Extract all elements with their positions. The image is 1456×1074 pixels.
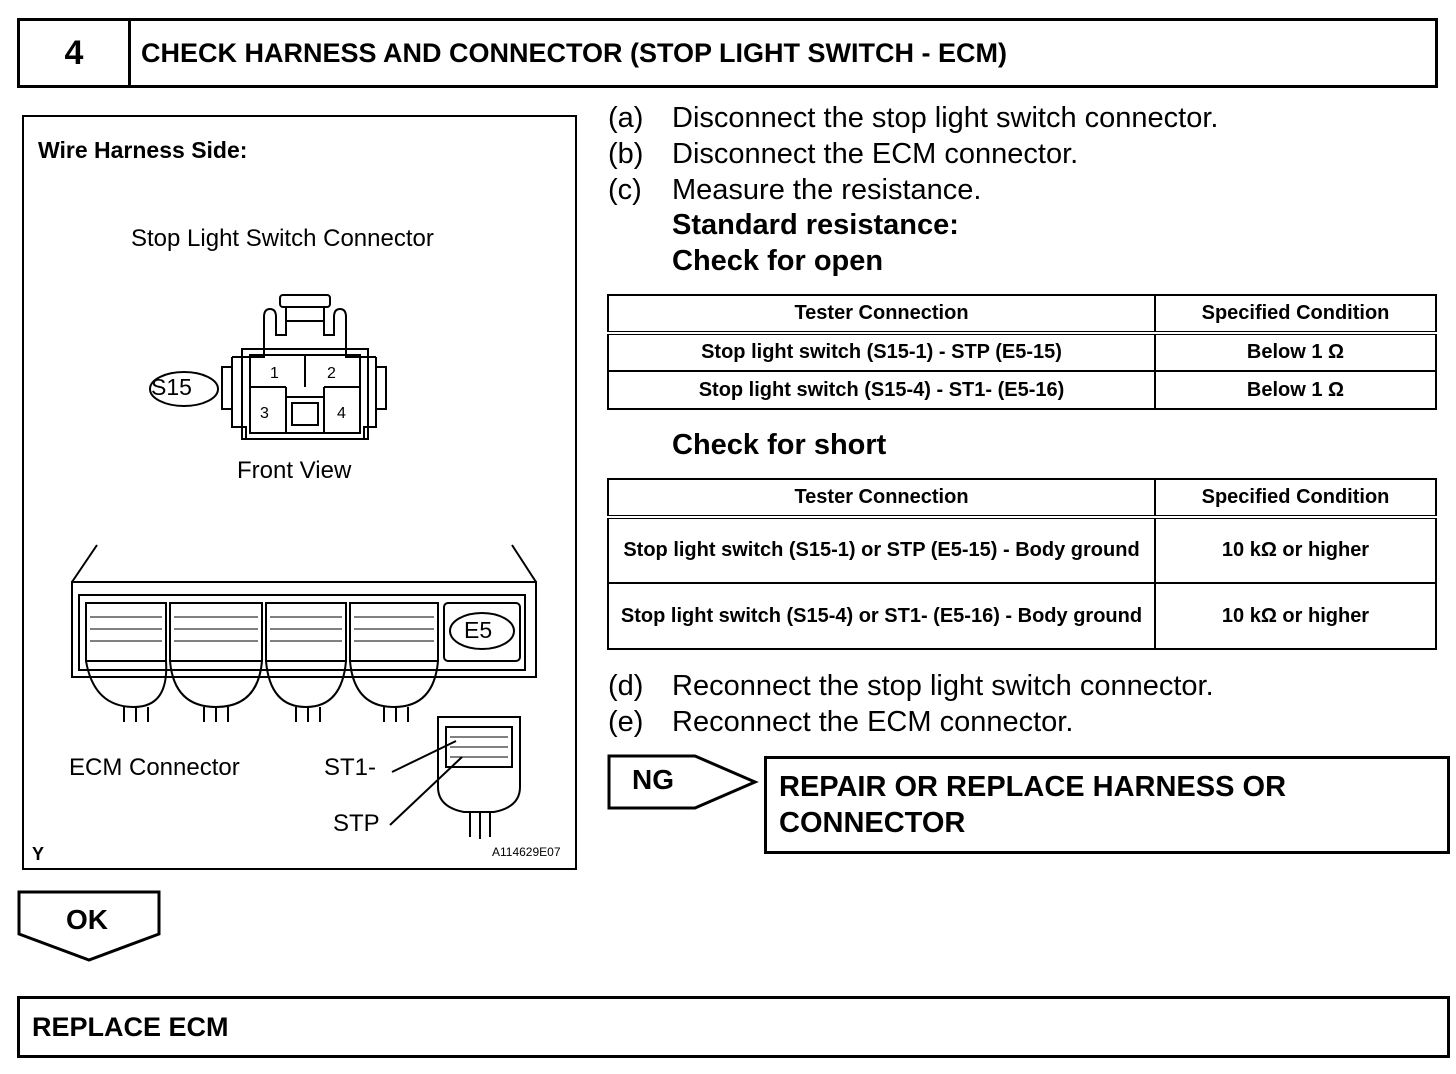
instruction-item: (d)Reconnect the stop light switch conne…	[608, 670, 1214, 702]
ng-label: NG	[632, 764, 674, 795]
table-row: Stop light switch (S15-1) or STP (E5-15)…	[607, 516, 1437, 584]
s15-connector-code: S15	[151, 374, 192, 400]
short-check-table: Tester Connection Specified Condition St…	[607, 478, 1437, 650]
ecm-connector-label: ECM Connector	[69, 754, 240, 781]
figure-heading: Wire Harness Side:	[38, 137, 248, 163]
connector-diagram	[71, 294, 537, 839]
ng-arrow-icon	[607, 754, 759, 810]
instruction-list-after: (d)Reconnect the stop light switch conne…	[608, 668, 1214, 740]
table-row: Stop light switch (S15-4) - ST1- (E5-16)…	[607, 370, 1437, 410]
ok-label: OK	[66, 904, 108, 935]
figure-id: A114629E07	[492, 845, 561, 859]
e5-connector-code: E5	[464, 617, 493, 643]
step-header: 4 CHECK HARNESS AND CONNECTOR (STOP LIGH…	[17, 18, 1438, 88]
standard-resistance-label: Standard resistance:	[672, 209, 959, 241]
ng-result-box: REPAIR OR REPLACE HARNESS OR CONNECTOR	[764, 756, 1450, 854]
step-number: 4	[20, 21, 131, 85]
step-title: CHECK HARNESS AND CONNECTOR (STOP LIGHT …	[141, 37, 1008, 68]
open-check-title: Check for open	[672, 245, 884, 277]
instruction-item: (b)Disconnect the ECM connector.	[608, 138, 1079, 170]
table-header: Tester Connection	[607, 294, 1156, 335]
pin-label: 3	[260, 405, 269, 422]
pin-label: 2	[327, 365, 336, 382]
figure-corner-letter: Y	[32, 844, 45, 864]
table-row: Stop light switch (S15-1) - STP (E5-15) …	[607, 332, 1437, 372]
table-header: Specified Condition	[1154, 294, 1437, 335]
pin-label: 4	[337, 405, 346, 422]
instruction-item: (e)Reconnect the ECM connector.	[608, 706, 1074, 738]
ok-arrow-icon	[17, 890, 161, 962]
pin-label: 1	[270, 365, 279, 382]
table-header: Specified Condition	[1154, 478, 1437, 519]
ok-result-box: REPLACE ECM	[17, 996, 1450, 1058]
wiring-figure: Wire Harness Side: Stop Light Switch Con…	[22, 115, 577, 870]
front-view-label: Front View	[237, 457, 352, 484]
instruction-item: (a)Disconnect the stop light switch conn…	[608, 102, 1219, 134]
table-header: Tester Connection	[607, 478, 1156, 519]
st1-label: ST1-	[324, 754, 377, 781]
stp-label: STP	[333, 810, 380, 837]
table-row: Stop light switch (S15-4) or ST1- (E5-16…	[607, 582, 1437, 650]
stop-light-connector-label: Stop Light Switch Connector	[131, 225, 434, 252]
short-check-title: Check for short	[672, 429, 887, 461]
instruction-item: (c)Measure the resistance.	[608, 174, 982, 206]
instruction-list: (a)Disconnect the stop light switch conn…	[608, 100, 1218, 208]
open-check-table: Tester Connection Specified Condition St…	[607, 294, 1437, 410]
